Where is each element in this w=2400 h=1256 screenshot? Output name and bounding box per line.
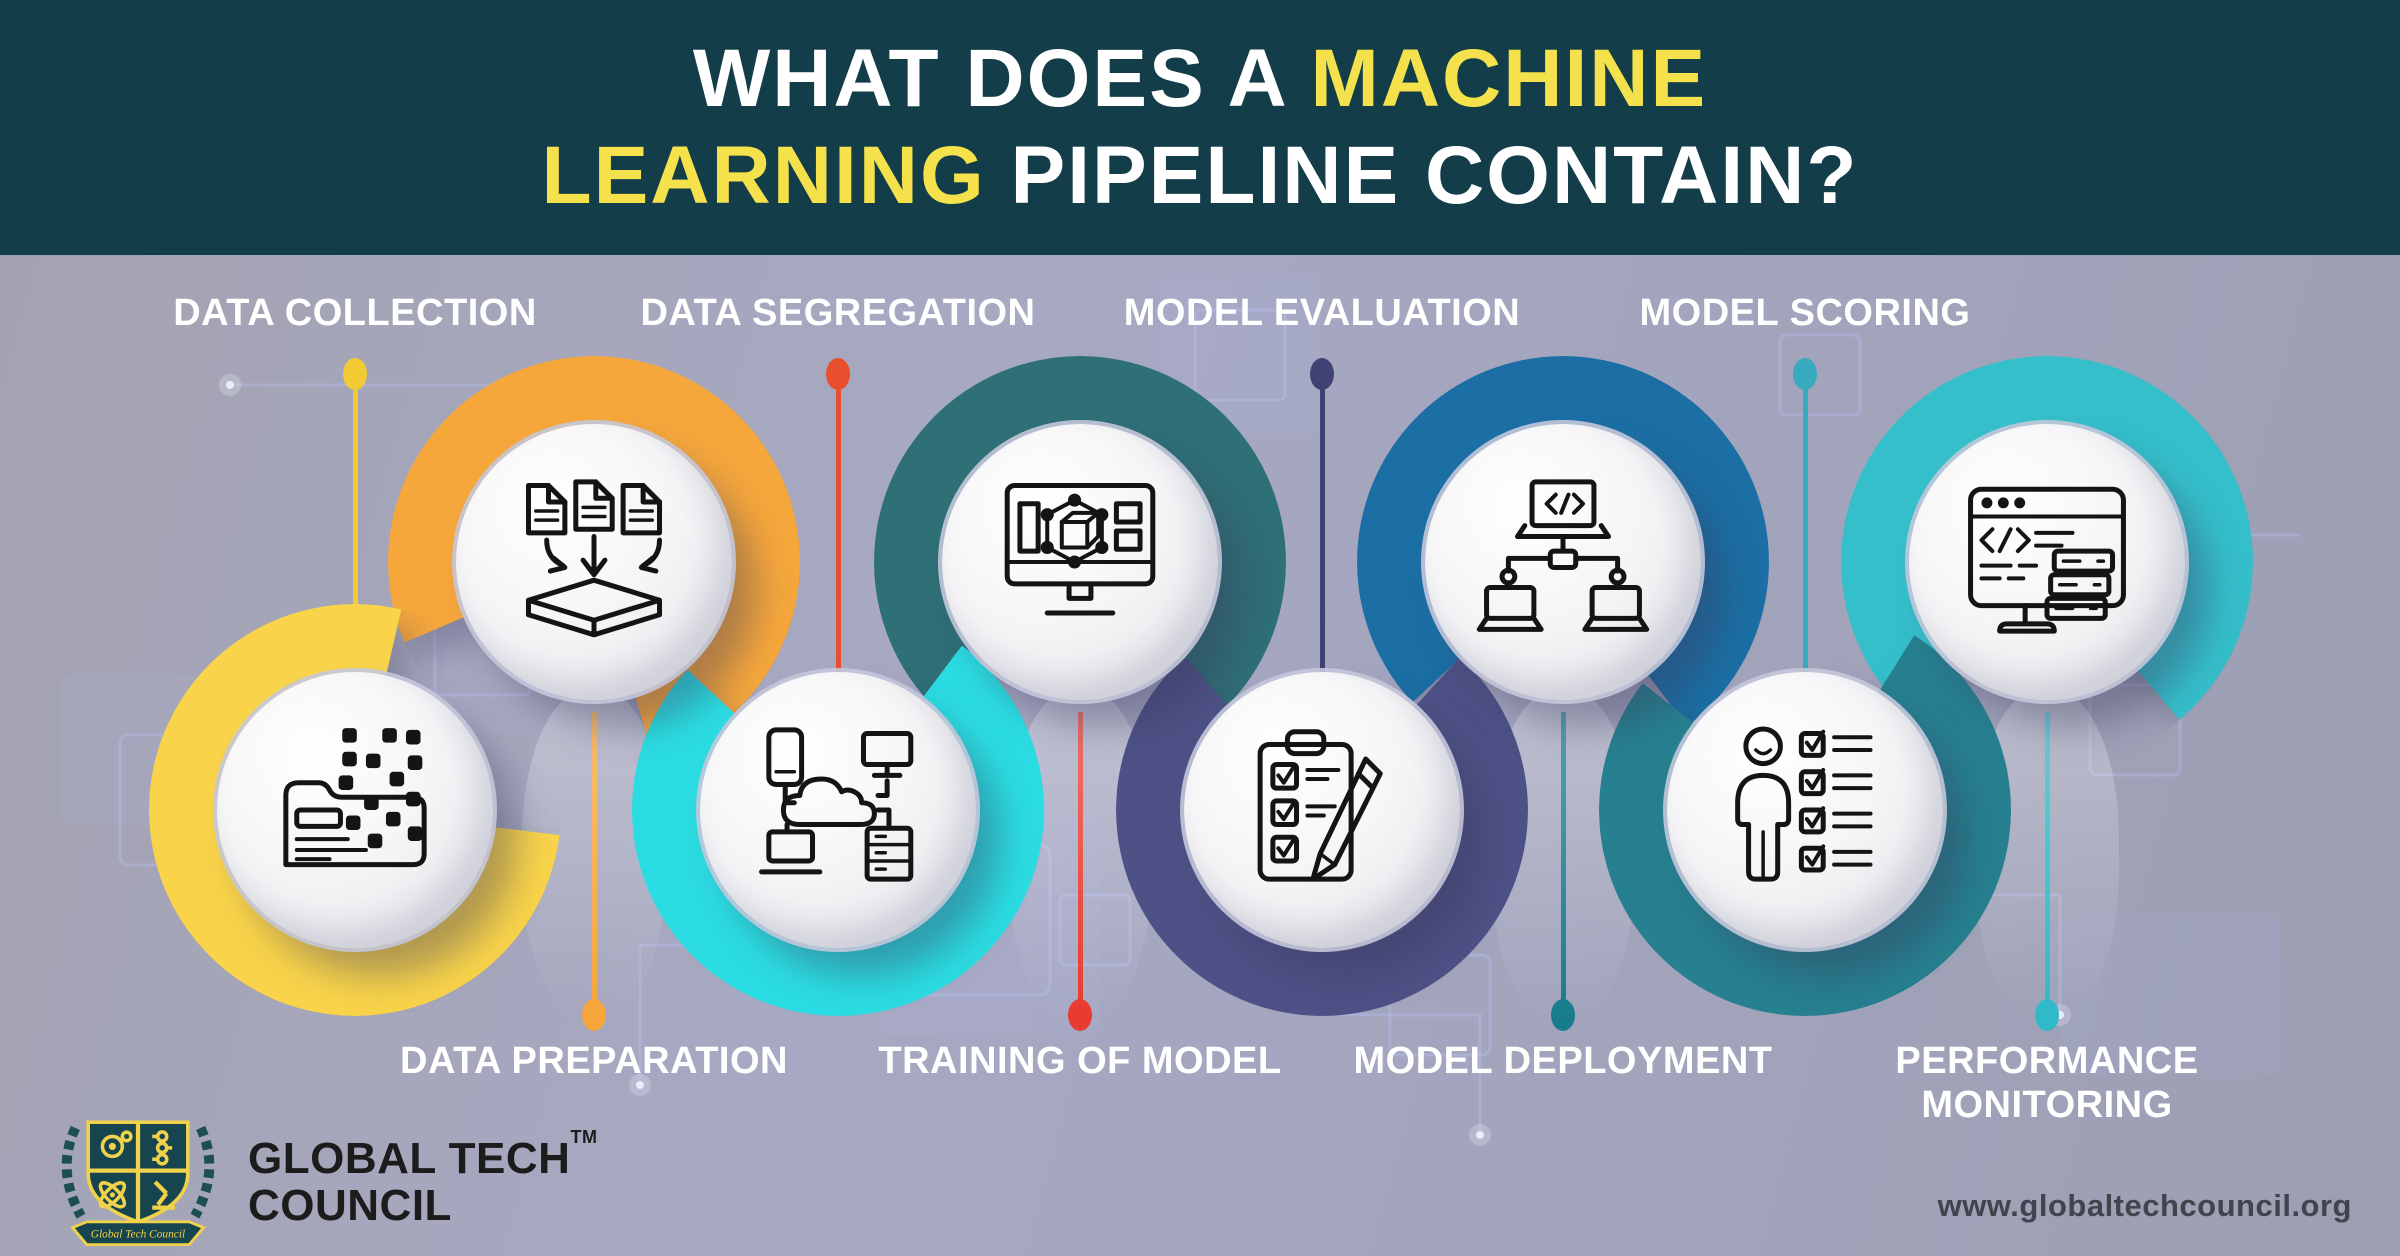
connector-line xyxy=(1320,388,1325,688)
brand-name: GLOBAL TECHTM COUNCIL xyxy=(248,1127,598,1230)
title-white-1: WHAT DOES A xyxy=(692,32,1311,124)
step-label: DATA COLLECTION xyxy=(173,292,537,334)
monitor-cube-icon xyxy=(989,471,1171,653)
step-label: DATA SEGREGATION xyxy=(640,292,1036,334)
step-label: DATA PREPARATION xyxy=(400,1040,788,1082)
connector-line xyxy=(836,388,841,688)
trademark-symbol: TM xyxy=(570,1127,598,1147)
global-tech-council-logo: Global Tech Council xyxy=(61,1120,215,1247)
step-label: TRAINING OF MODEL xyxy=(878,1040,1282,1082)
title-yellow-1: MACHINE xyxy=(1310,32,1708,124)
connector-line xyxy=(2045,712,2050,1002)
connector-line xyxy=(1803,388,1808,688)
step-label: PERFORMANCE MONITORING xyxy=(1895,1040,2199,1126)
person-checklist-icon xyxy=(1714,719,1896,901)
title-white-2: PIPELINE CONTAIN? xyxy=(985,129,1859,221)
step-circle xyxy=(1667,672,1943,948)
connector-dot xyxy=(1793,358,1817,390)
logo-banner-text: Global Tech Council xyxy=(91,1229,185,1241)
connector-line xyxy=(1078,712,1083,1002)
cloud-network-icon xyxy=(747,719,929,901)
brand-lockup: Global Tech Council GLOBAL TECHTM COUNCI… xyxy=(52,1108,597,1256)
header-banner: WHAT DOES A MACHINE LEARNING PIPELINE CO… xyxy=(0,0,2400,255)
title-yellow-2: LEARNING xyxy=(541,129,986,221)
step-circle xyxy=(217,672,493,948)
connector-dot xyxy=(1068,999,1092,1031)
connector-dot xyxy=(2035,999,2059,1031)
connector-dot xyxy=(343,358,367,390)
connector-dot xyxy=(1310,358,1334,390)
step-circle xyxy=(1184,672,1460,948)
browser-servers-icon xyxy=(1956,471,2138,653)
step-circle xyxy=(1425,424,1701,700)
step-label: MODEL DEPLOYMENT xyxy=(1353,1040,1773,1082)
checklist-pencil-icon xyxy=(1231,719,1413,901)
laurel-right xyxy=(190,1125,215,1219)
connector-line xyxy=(1561,712,1566,1002)
logo-banner-ribbon xyxy=(70,1220,206,1247)
connector-dot xyxy=(1551,999,1575,1031)
brand-line1: GLOBAL TECHTM xyxy=(248,1127,598,1183)
step-label: MODEL SCORING xyxy=(1639,292,1971,334)
page-title-line1: WHAT DOES A MACHINE xyxy=(693,31,1707,128)
folder-data-icon xyxy=(264,728,446,901)
step-circle xyxy=(942,424,1218,700)
step-label: MODEL EVALUATION xyxy=(1123,292,1521,334)
website-url[interactable]: www.globaltechcouncil.org xyxy=(1937,1188,2352,1223)
documents-merge-icon xyxy=(503,471,685,653)
connector-line xyxy=(353,388,358,688)
connector-dot xyxy=(826,358,850,390)
shield-quadrant-icons xyxy=(98,1130,175,1210)
laptops-network-icon xyxy=(1472,471,1654,653)
page-title-line2: LEARNING PIPELINE CONTAIN? xyxy=(542,128,1859,225)
connector-dot xyxy=(582,999,606,1031)
connector-line xyxy=(592,712,597,1002)
laurel-left xyxy=(61,1125,86,1219)
step-circle xyxy=(1909,424,2185,700)
step-circle xyxy=(700,672,976,948)
brand-line2: COUNCIL xyxy=(248,1180,452,1230)
step-circle xyxy=(456,424,732,700)
